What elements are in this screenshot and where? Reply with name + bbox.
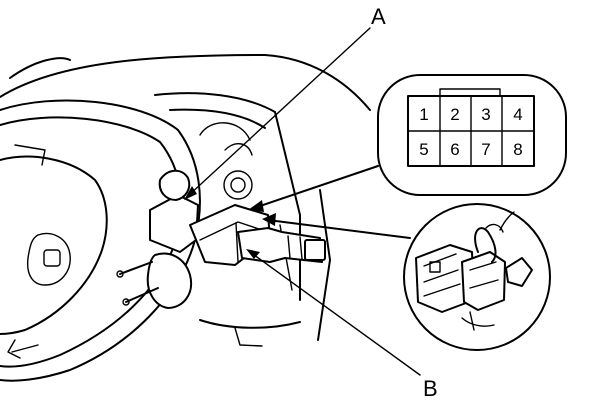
- steering-wheel-dashboard-drawing: [0, 54, 371, 382]
- pin-5-label: 5: [419, 140, 428, 159]
- pin-1-label: 1: [419, 105, 428, 124]
- callout-b-label: B: [423, 376, 438, 401]
- callout-a-label: A: [371, 4, 386, 29]
- pin-8-label: 8: [513, 140, 522, 159]
- pin-4-label: 4: [513, 105, 522, 124]
- pin-2-label: 2: [450, 105, 459, 124]
- pin-3-label: 3: [481, 105, 490, 124]
- plug-detail-inset: [403, 203, 551, 351]
- pin-6-label: 6: [450, 140, 459, 159]
- pin-7-label: 7: [481, 140, 490, 159]
- leader-lines: [184, 27, 421, 376]
- connector-face-inset: 1 2 3 4 5 6 7 8: [377, 74, 567, 196]
